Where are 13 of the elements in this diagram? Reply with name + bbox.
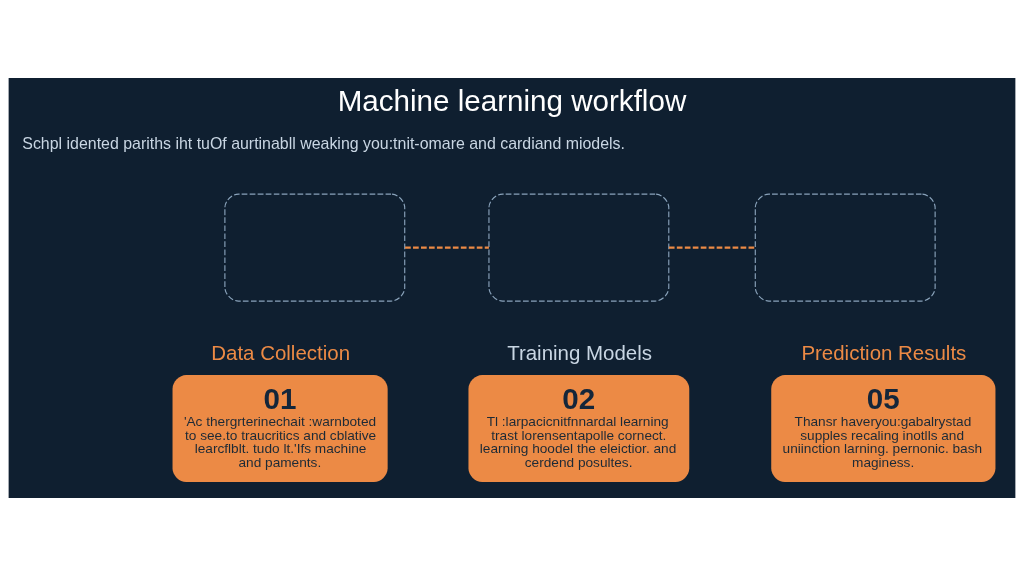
node-label: Data Collection [211,340,351,364]
node-box [488,193,670,302]
diagram-title: Machine learning workflow [337,83,687,117]
node-label: Training Models [507,340,653,364]
label: Schpl idented pariths iht tuOf aurtinabll weaking you:tnit-omare and cardiand miodels. [22,135,625,153]
node-box [224,193,406,302]
connector [668,246,755,249]
node-label: Prediction Results [801,340,967,364]
node-box: 02 Tl :larpacicnitfnnardal learning trast lorensentapolle cornect. learning hoodel the eleictior. and cerdend posultes. [468,375,690,483]
node-box [754,193,936,302]
node-box: 05 Thansr haveryou:gabalrystad supples recaling inotlls and uniinction larning. pernonic. bash maginess. [771,375,996,483]
connector [405,246,489,249]
node-box: 01 'Ac thergrterinechait :warnboted to see.to traucritics and cblative learcflblt. tudo lt.'Ifs machine and paments. [172,375,388,483]
